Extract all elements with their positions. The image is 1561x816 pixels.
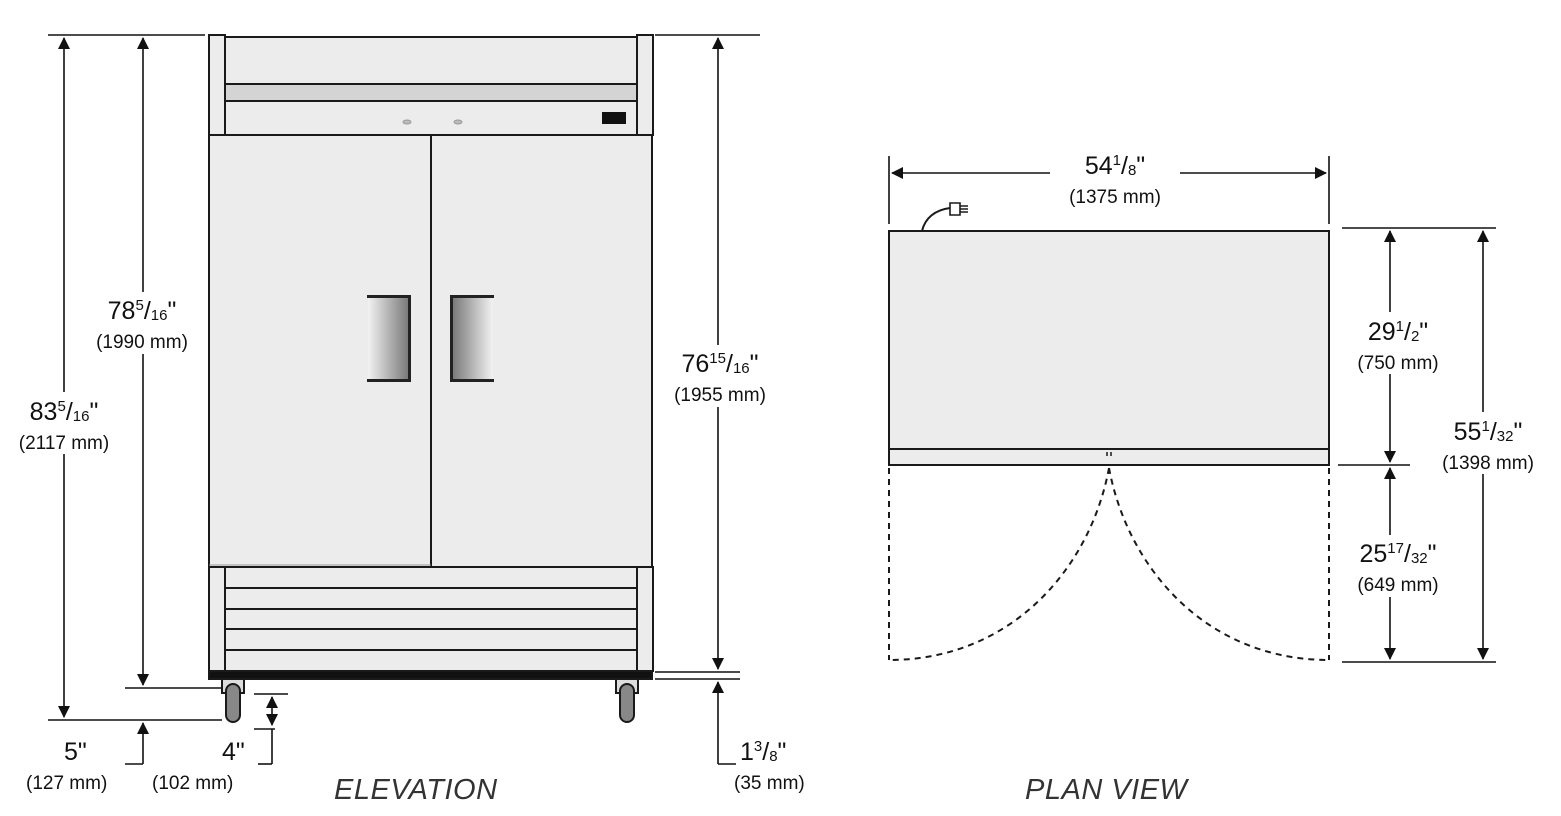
plan-cabinet-body xyxy=(888,230,1330,466)
door-swing-label: 2517/32" (649 mm) xyxy=(1342,540,1454,597)
bottom-frame-left xyxy=(208,566,226,672)
cabinet-height-label: 785/16" (1990 mm) xyxy=(84,297,200,354)
controller-display xyxy=(602,112,626,124)
caster-height-label: 4" (102 mm) xyxy=(150,738,266,795)
caster-height-metric: (102 mm) xyxy=(152,773,234,794)
width-label: 541/8" (1375 mm) xyxy=(1054,152,1176,209)
left-caster xyxy=(221,678,245,723)
floor-offset-label: 13/8" (35 mm) xyxy=(734,738,830,795)
overall-height-metric: (2117 mm) xyxy=(18,433,110,454)
elevation-caption: ELEVATION xyxy=(334,774,498,806)
right-caster xyxy=(615,678,639,723)
depth-label: 291/2" (750 mm) xyxy=(1344,318,1452,375)
total-depth-label: 551/32" (1398 mm) xyxy=(1430,418,1546,475)
top-trim-strip xyxy=(224,83,638,102)
plan-view xyxy=(888,202,1330,466)
base-rail xyxy=(208,670,653,680)
grille-louvers xyxy=(225,587,637,651)
depth-metric: (750 mm) xyxy=(1357,353,1439,374)
width-metric: (1375 mm) xyxy=(1069,187,1161,208)
door-swing-arcs xyxy=(888,467,1330,661)
right-height-metric: (1955 mm) xyxy=(674,385,766,406)
plan-view-caption: PLAN VIEW xyxy=(1025,774,1188,806)
bottom-frame-right xyxy=(636,566,654,672)
plan-door-strip xyxy=(888,448,1330,466)
caster-clearance-label: 5" (127 mm) xyxy=(20,738,136,795)
grille-panel xyxy=(224,566,638,672)
power-cord xyxy=(921,207,951,232)
plug-icon xyxy=(949,202,968,216)
floor-offset-metric: (35 mm) xyxy=(734,773,805,794)
top-frame-left xyxy=(208,34,226,136)
right-height-label: 7615/16" (1955 mm) xyxy=(662,350,778,407)
door-swing-metric: (649 mm) xyxy=(1357,575,1439,596)
caster-clearance-metric: (127 mm) xyxy=(26,773,108,794)
indicator-light-2 xyxy=(453,119,463,125)
indicator-light-1 xyxy=(402,119,412,125)
overall-height-label: 835/16" (2117 mm) xyxy=(6,398,122,455)
total-depth-metric: (1398 mm) xyxy=(1442,453,1534,474)
top-frame-right xyxy=(636,34,654,136)
elevation-view xyxy=(208,34,654,723)
cabinet-height-metric: (1990 mm) xyxy=(96,332,188,353)
